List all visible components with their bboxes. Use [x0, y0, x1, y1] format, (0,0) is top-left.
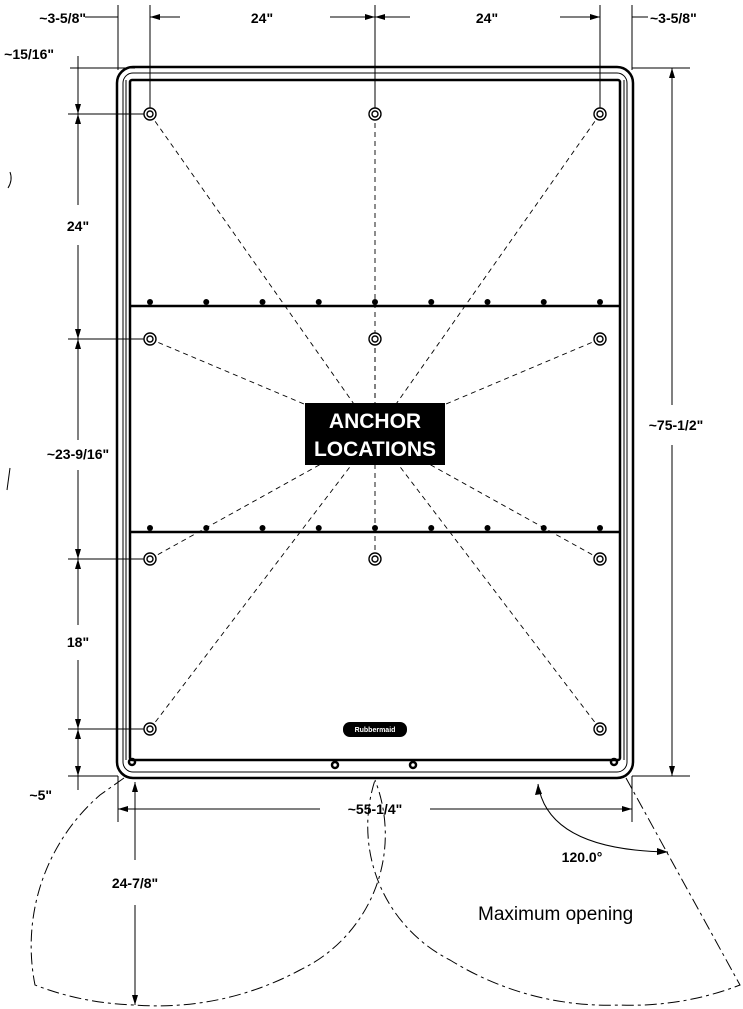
anchor-locations-label: ANCHOR LOCATIONS — [305, 403, 445, 465]
shelf-peg — [315, 299, 322, 305]
guide-line — [374, 338, 601, 435]
anchor-label-line1: ANCHOR — [329, 410, 421, 433]
brand-logo-text: Rubbermaid — [355, 727, 396, 734]
shelf-peg — [315, 525, 322, 531]
anchor-hole — [371, 110, 379, 118]
cut-mark — [6, 467, 11, 491]
shelf-peg — [484, 299, 491, 305]
guide-line — [374, 113, 601, 435]
dim-bottom-offset: ~5" — [29, 787, 52, 803]
guide-line — [374, 433, 601, 730]
anchor-hole — [146, 110, 154, 118]
brand-logo: Rubbermaid — [343, 722, 407, 737]
dim-upper-shelf-spacing: 24" — [67, 218, 89, 234]
cut-mark — [7, 171, 12, 189]
shelf-peg — [428, 299, 435, 305]
dimension-lines — [68, 5, 690, 1005]
anchor-label-line2: LOCATIONS — [314, 438, 436, 461]
anchor-guide-lines — [149, 113, 601, 730]
guide-line — [374, 433, 601, 560]
dim-opening-angle: 120.0° — [562, 849, 603, 865]
dim-lower-shelf-spacing: 18" — [67, 634, 89, 650]
shelf-peg — [428, 525, 435, 531]
anchor-hole — [596, 110, 604, 118]
dim-top-span-right: 24" — [476, 10, 498, 26]
anchor-hole — [371, 335, 379, 343]
anchor-holes — [143, 107, 607, 736]
dim-middle-shelf-spacing: ~23-9/16" — [47, 446, 109, 462]
max-opening-note: Maximum opening — [478, 904, 633, 925]
shelf-peg — [203, 299, 210, 305]
door-swing-arcs — [30, 777, 741, 1007]
anchor-hole — [146, 335, 154, 343]
shelf-peg — [540, 299, 547, 305]
dim-overall-width: ~55-1/4" — [348, 801, 403, 817]
anchor-hole — [146, 555, 154, 563]
shelf-peg — [484, 525, 491, 531]
guide-line — [149, 113, 376, 435]
dim-door-swing: 24-7/8" — [112, 875, 158, 891]
dim-overall-height: ~75-1/2" — [649, 417, 704, 433]
dim-right-offset: ~3-5/8" — [650, 10, 697, 26]
anchor-hole — [371, 555, 379, 563]
cabinet-frame — [115, 65, 635, 780]
shelf-peg — [147, 299, 153, 305]
shelf-peg — [372, 299, 378, 305]
guide-line — [149, 338, 376, 435]
guide-line — [149, 433, 376, 730]
shelf-peg — [597, 299, 603, 305]
shelf-peg — [147, 525, 153, 531]
anchor-hole — [596, 335, 604, 343]
guide-line — [149, 433, 376, 560]
shelf-peg — [597, 525, 603, 531]
anchor-hole — [596, 555, 604, 563]
dim-top-span-left: 24" — [251, 10, 273, 26]
dim-top-inset: ~15/16" — [4, 46, 54, 62]
anchor-hole — [596, 725, 604, 733]
dim-left-offset: ~3-5/8" — [39, 10, 86, 26]
anchor-hole — [146, 725, 154, 733]
shelf-peg — [259, 299, 266, 305]
shelf-peg — [259, 525, 266, 531]
